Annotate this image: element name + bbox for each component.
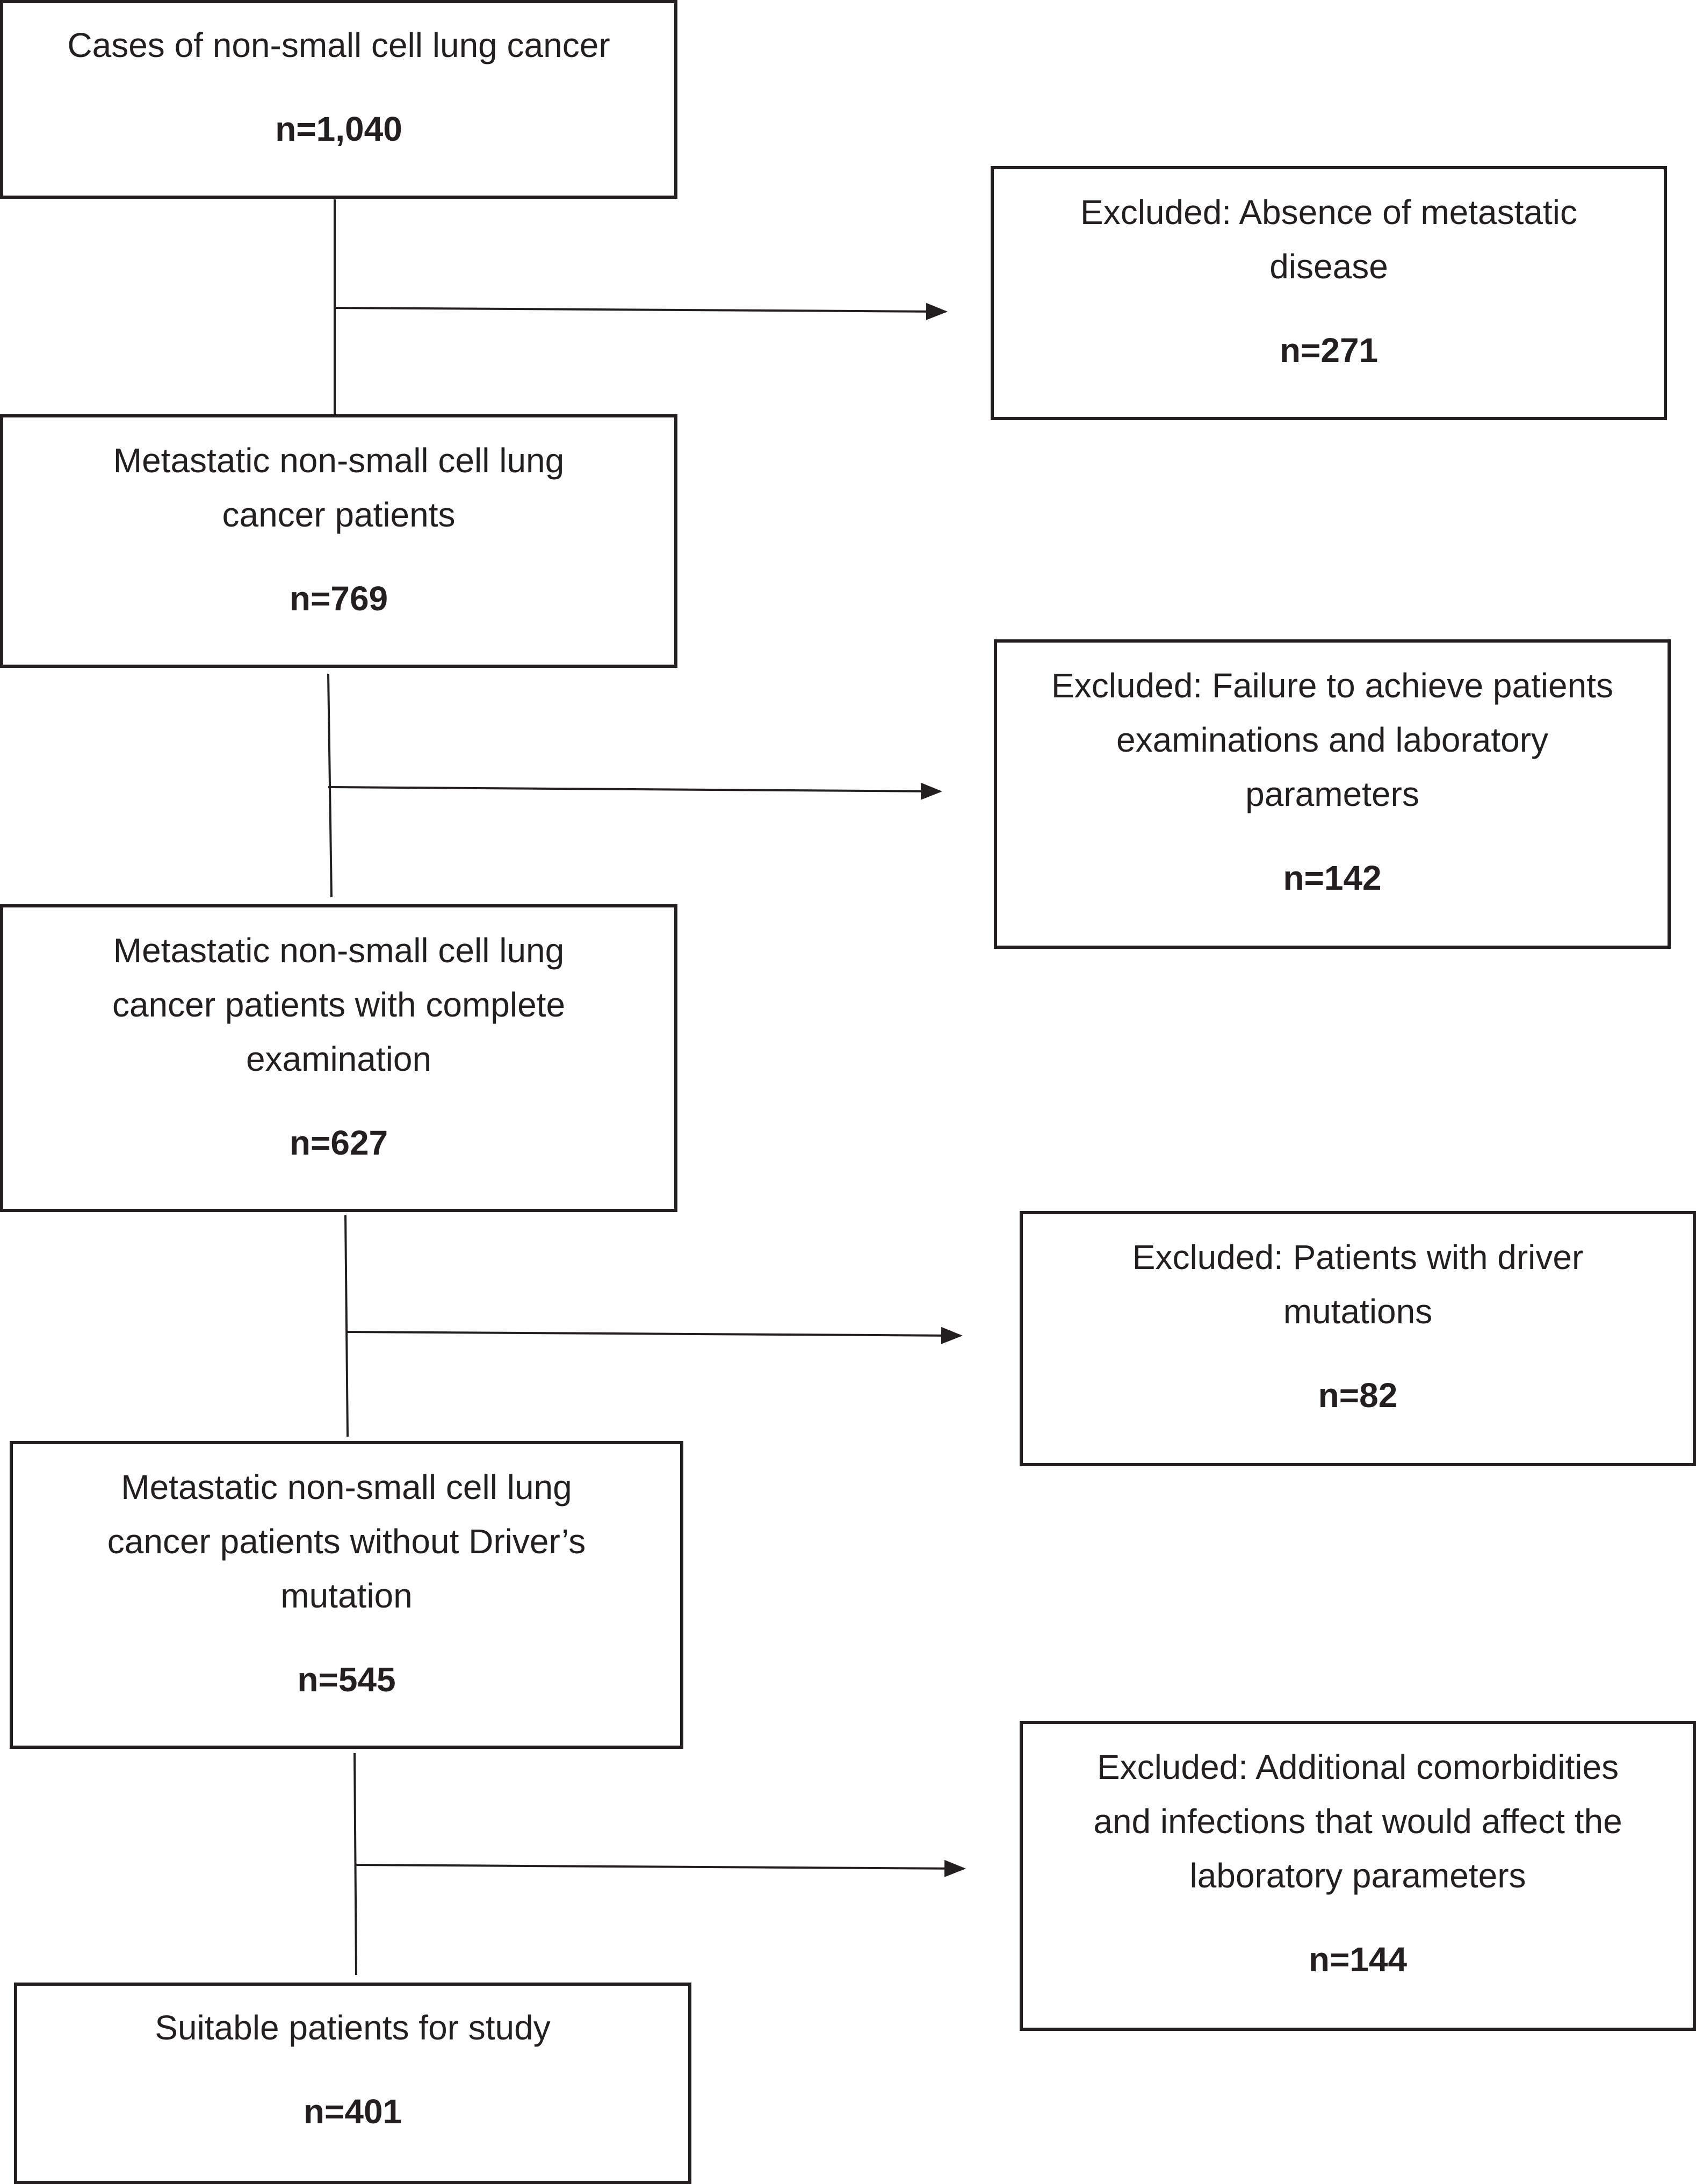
exclusion-box-count: n=142 <box>1283 859 1382 897</box>
exclusion-box-non-metastatic: Excluded: Absence of metastatic disease … <box>991 166 1667 420</box>
exclusion-arrow <box>328 782 942 800</box>
exclusion-box-label: Excluded: Additional comorbidities and i… <box>1093 1748 1622 1895</box>
vertical-connector <box>327 673 333 898</box>
flow-box-count: n=401 <box>303 2092 402 2131</box>
exclusion-box-driver-mutations: Excluded: Patients with driver mutations… <box>1020 1211 1696 1466</box>
flow-box-metastatic: Metastatic non-small cell lung cancer pa… <box>0 414 677 668</box>
flow-box-final-study-cohort: Suitable patients for study n=401 <box>14 1983 691 2184</box>
exclusion-box-count: n=271 <box>1279 331 1379 370</box>
flow-box-complete-exam: Metastatic non-small cell lung cancer pa… <box>0 904 677 1212</box>
exclusion-box-count: n=144 <box>1308 1940 1408 1979</box>
exclusion-box-count: n=82 <box>1318 1376 1398 1415</box>
exclusion-arrow <box>334 302 948 320</box>
exclusion-arrow <box>347 1327 963 1344</box>
exclusion-box-comorbidities: Excluded: Additional comorbidities and i… <box>1020 1721 1696 2031</box>
flow-box-total-cases: Cases of non-small cell lung cancer n=1,… <box>0 0 677 199</box>
flow-box-label: Metastatic non-small cell lung cancer pa… <box>112 931 566 1078</box>
flow-box-count: n=545 <box>297 1660 396 1699</box>
flow-box-count: n=769 <box>289 579 388 618</box>
vertical-connector <box>344 1215 349 1437</box>
exclusion-box-label: Excluded: Failure to achieve patients ex… <box>1051 666 1613 813</box>
flow-box-without-driver-mutation: Metastatic non-small cell lung cancer pa… <box>10 1441 683 1749</box>
flow-box-label: Metastatic non-small cell lung cancer pa… <box>107 1468 586 1615</box>
flow-box-count: n=627 <box>289 1123 388 1162</box>
flow-box-count: n=1,040 <box>275 110 402 148</box>
exclusion-box-label: Excluded: Patients with driver mutations <box>1132 1238 1584 1331</box>
flow-box-label: Cases of non-small cell lung cancer <box>67 26 610 64</box>
flow-box-label: Metastatic non-small cell lung cancer pa… <box>113 441 565 534</box>
exclusion-box-label: Excluded: Absence of metastatic disease <box>1080 193 1577 286</box>
exclusion-arrow <box>354 1859 966 1877</box>
flow-box-label: Suitable patients for study <box>155 2008 551 2047</box>
exclusion-box-incomplete-exam: Excluded: Failure to achieve patients ex… <box>994 639 1671 949</box>
